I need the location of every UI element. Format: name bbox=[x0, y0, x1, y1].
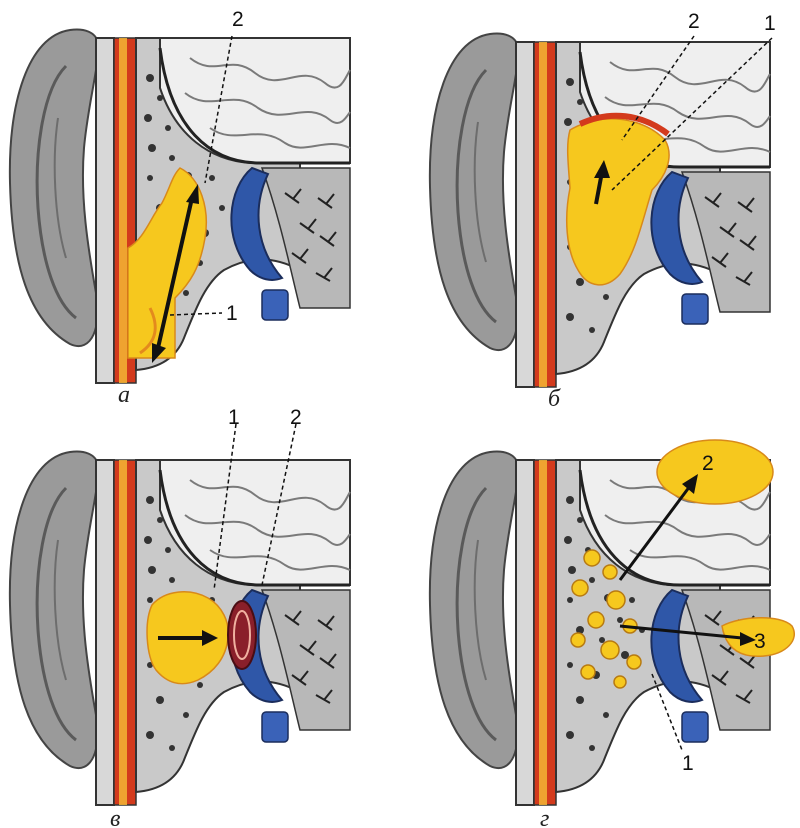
brain-abscess bbox=[656, 439, 774, 505]
label-v-2: 2 bbox=[290, 406, 302, 429]
label-g-3: 3 bbox=[754, 630, 766, 653]
panel-v bbox=[8, 423, 352, 807]
label-b-2: 2 bbox=[688, 10, 700, 33]
caption-b: б bbox=[548, 386, 561, 412]
panel-g bbox=[428, 439, 795, 807]
label-v-1: 1 bbox=[228, 406, 240, 429]
cerebellar-abscess bbox=[721, 617, 795, 658]
pus-foci bbox=[570, 549, 642, 689]
panel-a bbox=[8, 28, 352, 385]
caption-a: а bbox=[118, 382, 130, 408]
label-g-1: 1 bbox=[682, 752, 694, 775]
label-g-2: 2 bbox=[702, 452, 714, 475]
caption-g: г bbox=[540, 806, 549, 828]
label-a-2: 2 bbox=[232, 8, 244, 31]
label-a-1: 1 bbox=[226, 302, 238, 325]
panel-b bbox=[428, 32, 773, 389]
caption-v: в bbox=[110, 806, 120, 828]
label-b-1: 1 bbox=[764, 12, 776, 35]
